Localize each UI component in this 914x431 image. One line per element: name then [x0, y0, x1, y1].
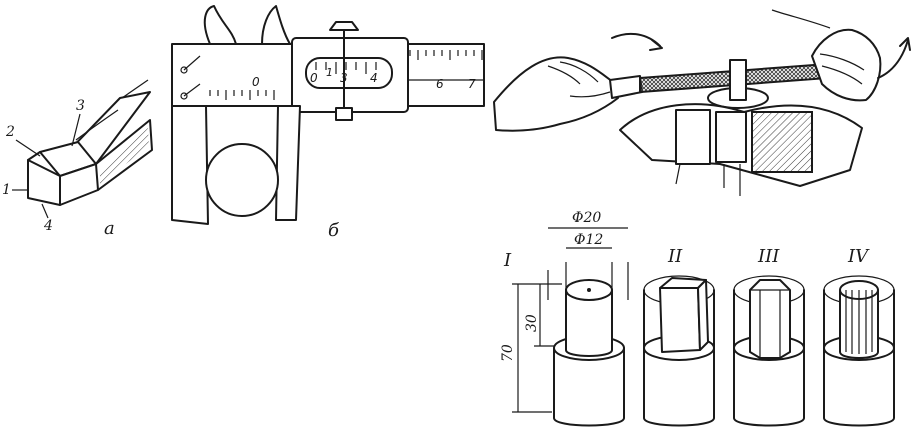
- sample-label-i: I: [503, 250, 512, 271]
- callout-1: 1: [2, 182, 11, 198]
- part-a-caption: a: [104, 218, 115, 239]
- vise-jaw-right: [715, 111, 747, 163]
- main-scale-ticks: [209, 50, 483, 100]
- callout-3: 3: [76, 98, 85, 114]
- left-hand-icon: [493, 56, 619, 132]
- dim-outer-diameter: Φ20: [572, 210, 601, 226]
- dim-height-total: 70: [500, 344, 516, 362]
- workpiece-pin: [729, 59, 747, 101]
- right-hand-icon: [811, 28, 882, 102]
- main-scale-7: 7: [468, 77, 476, 91]
- main-scale-6: 6: [436, 77, 444, 91]
- callout-4: 4: [43, 218, 53, 234]
- callout-3-leader: [71, 113, 81, 147]
- sample-label-iv: IV: [847, 246, 870, 267]
- vernier-0: 0: [310, 71, 318, 85]
- dim-height-top: 30: [524, 314, 540, 332]
- dim-inner-diameter: Φ12: [574, 232, 603, 248]
- sample-label-iii: III: [757, 246, 780, 267]
- lock-screw: [335, 107, 353, 121]
- vernier-4: 4: [370, 71, 378, 85]
- vise-jaw-left: [675, 109, 711, 165]
- lower-jaw-fixed: [171, 105, 209, 225]
- upper-jaw-fixed: [203, 5, 237, 45]
- part-b-caliper: 0 6 7 0 1 3 4 б: [171, 5, 485, 241]
- vernier-window: [305, 57, 393, 89]
- vise-jaw-pad: [751, 111, 813, 173]
- part-a-bar-stock: 1 2 3 4 a: [2, 79, 153, 239]
- sample-ii: II: [643, 246, 715, 427]
- vernier-1: 1: [326, 66, 333, 79]
- upper-jaw-moving: [261, 5, 291, 45]
- callout-2: 2: [5, 124, 15, 140]
- thumb-wheel: [329, 21, 359, 31]
- sample-label-ii: II: [667, 246, 683, 267]
- main-scale-0: 0: [252, 75, 260, 89]
- motion-arrow-right-icon: [877, 39, 909, 79]
- samples-row: Φ20 Φ12 70 30 I II I: [500, 210, 895, 427]
- measured-workpiece: [205, 143, 279, 217]
- lower-jaw-moving: [275, 105, 301, 221]
- sample-i: Φ20 Φ12 70 30 I: [500, 210, 629, 427]
- filing-scene: [493, 9, 911, 196]
- callout-2-leader: [15, 139, 41, 157]
- part-b-caption: б: [328, 220, 340, 241]
- callout-4-leader: [41, 203, 49, 219]
- sample-iv: IV: [823, 246, 895, 427]
- sample-iii: III: [733, 246, 805, 427]
- file-handle: [609, 75, 643, 99]
